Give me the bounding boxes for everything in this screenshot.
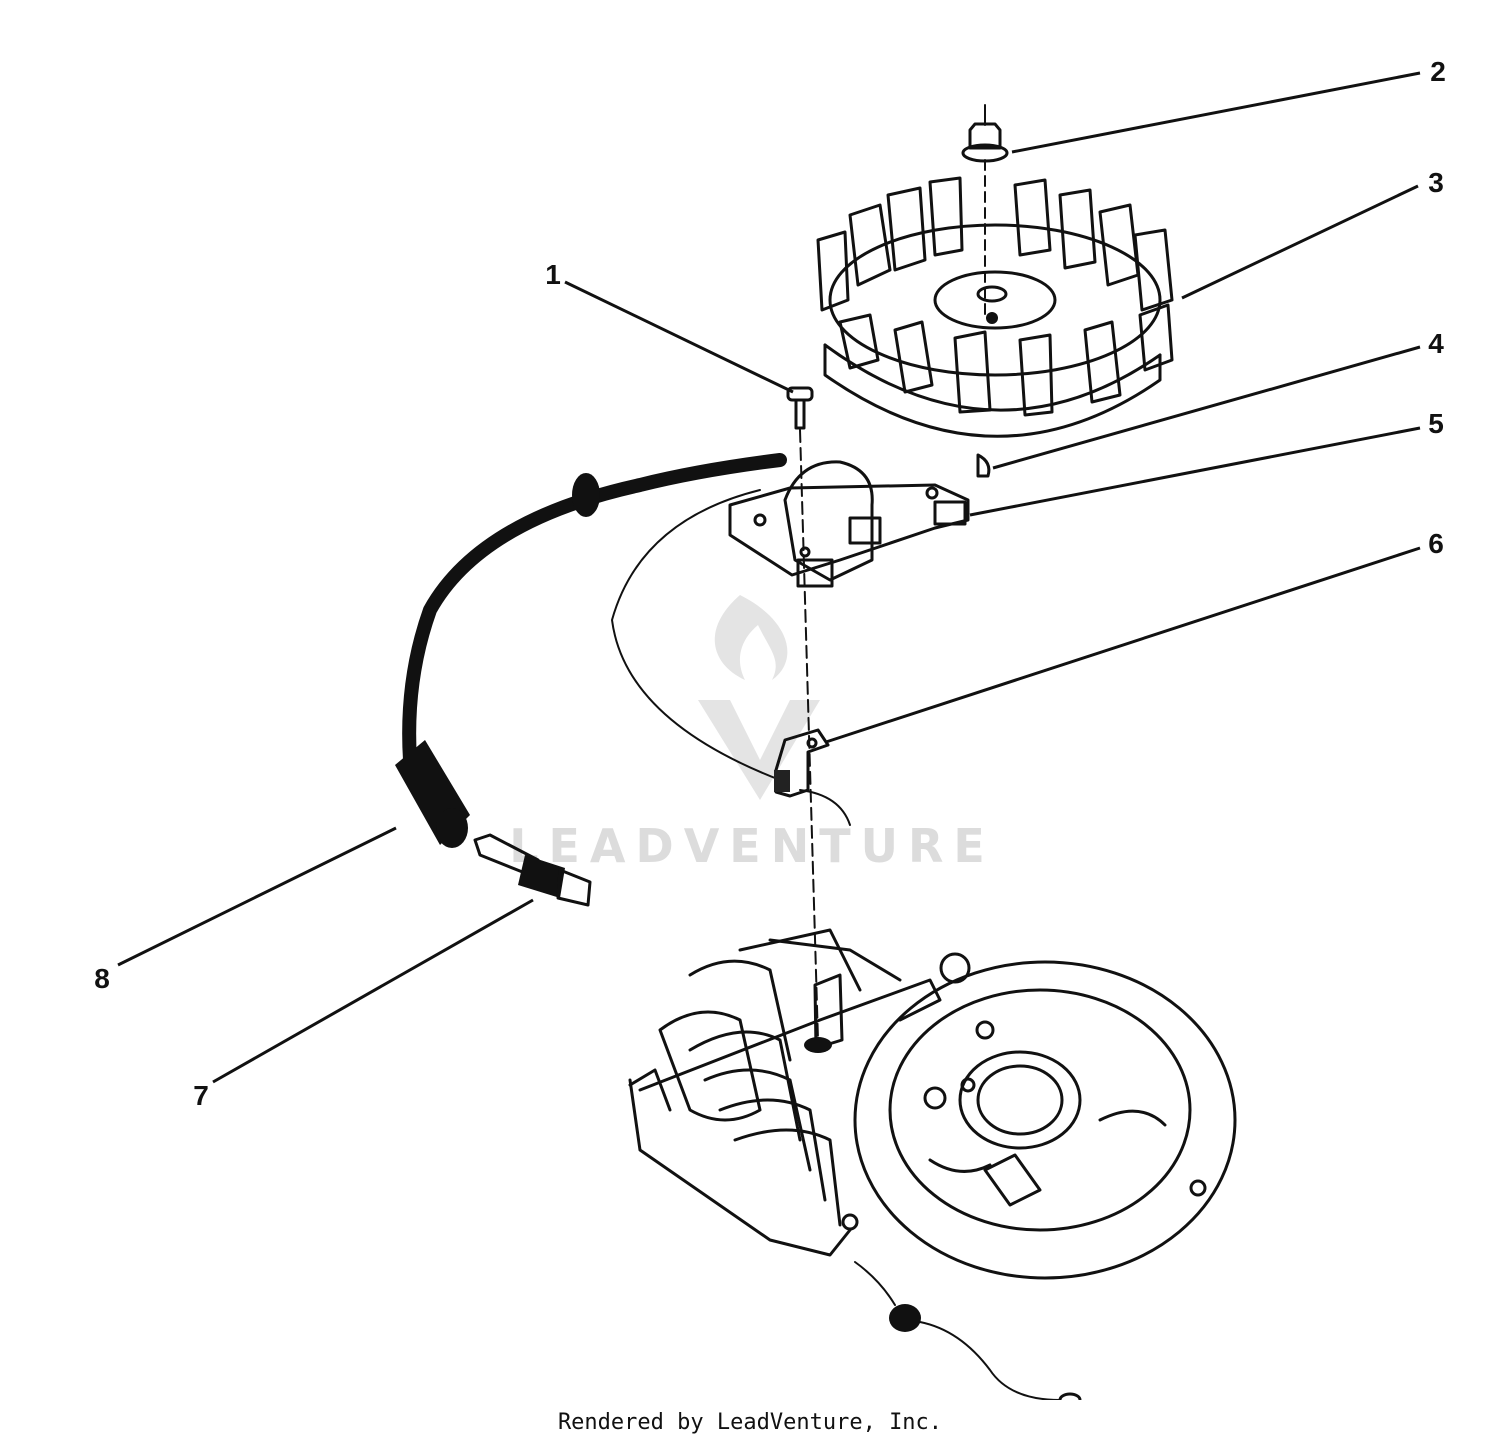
ground-lead-grommet <box>889 1304 1082 1400</box>
part-6-wire-clip <box>774 728 830 798</box>
part-2-flange-nut <box>961 104 1009 163</box>
callout-3: 3 <box>1428 167 1444 198</box>
credit-footer: Rendered by LeadVenture, Inc. <box>557 1410 943 1435</box>
part-4-flywheel-key <box>976 453 991 478</box>
callout-8: 8 <box>94 963 110 994</box>
exploded-parts-diagram: LEADVENTURE <box>94 56 1446 1400</box>
callout-numbers: 1 2 3 4 5 6 7 8 <box>94 56 1446 1111</box>
callout-4: 4 <box>1428 328 1444 359</box>
callout-1: 1 <box>545 259 561 290</box>
engine-block <box>628 928 1237 1306</box>
callout-5: 5 <box>1428 408 1444 439</box>
leader-lines <box>117 71 1421 1084</box>
callout-7: 7 <box>193 1080 209 1111</box>
part-5-ignition-module <box>728 460 970 588</box>
callout-2: 2 <box>1430 56 1446 87</box>
callout-6: 6 <box>1428 528 1444 559</box>
flame-v-logo-icon <box>698 595 820 800</box>
watermark: LEADVENTURE <box>509 595 995 873</box>
part-7-spark-plug <box>473 833 592 907</box>
watermark-text: LEADVENTURE <box>509 819 995 873</box>
part-1-screw <box>786 386 814 430</box>
part-8-spark-plug-lead <box>395 453 787 848</box>
part-3-flywheel <box>816 176 1174 438</box>
